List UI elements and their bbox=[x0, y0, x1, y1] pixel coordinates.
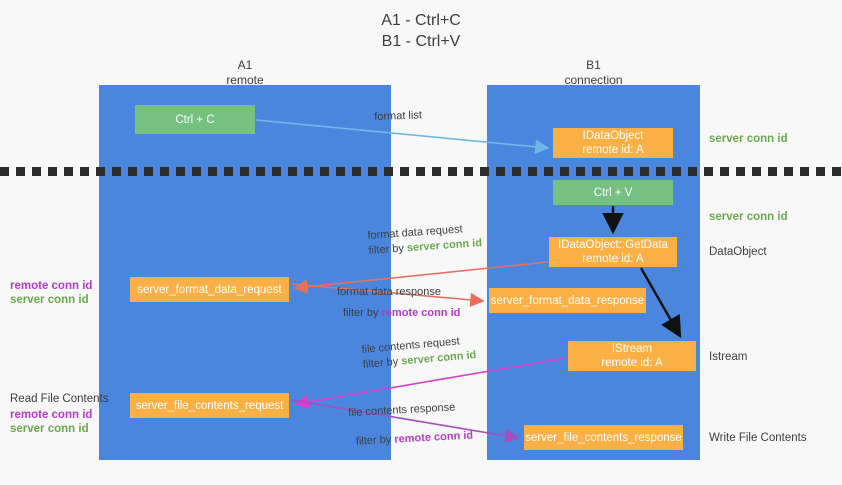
node-getdata-subtitle: remote id: A bbox=[582, 253, 644, 265]
node-ctrl-v[interactable]: Ctrl + V bbox=[553, 180, 673, 205]
lane-header-a1-role: remote bbox=[226, 73, 264, 87]
dashed-divider bbox=[0, 167, 842, 176]
node-istream-subtitle: remote id: A bbox=[601, 357, 663, 369]
node-server-file-contents-request[interactable]: server_file_contents_request bbox=[130, 393, 289, 418]
left-label-read-file-contents: Read File Contents bbox=[10, 393, 109, 405]
page-title: A1 - Ctrl+C B1 - Ctrl+V bbox=[0, 10, 842, 52]
right-label-server-conn-id-second: server conn id bbox=[709, 211, 788, 223]
node-idataobject[interactable]: IDataObject remote id: A bbox=[553, 128, 673, 158]
edge-label-format-data-response-filter: filter by remote conn id bbox=[337, 306, 460, 321]
edge-label-file-contents-response: file contents response filter by remote … bbox=[348, 400, 473, 450]
node-server-file-contents-response-label: server_file_contents_response bbox=[525, 431, 682, 444]
node-server-file-contents-request-label: server_file_contents_request bbox=[135, 399, 284, 412]
edge-label-file-contents-response-filter: filter by remote conn id bbox=[350, 429, 474, 450]
filter-value-4: remote conn id bbox=[394, 429, 474, 446]
node-ctrl-v-label: Ctrl + V bbox=[593, 186, 633, 199]
edge-label-format-data-response-text: format data response bbox=[337, 286, 441, 298]
lane-header-a1-name: A1 bbox=[237, 58, 253, 72]
right-label-dataobject: DataObject bbox=[709, 246, 767, 258]
node-server-file-contents-response[interactable]: server_file_contents_response bbox=[524, 425, 683, 450]
right-label-server-conn-id-top: server conn id bbox=[709, 133, 788, 145]
left-label-remote-conn-id-2: remote conn id bbox=[10, 409, 93, 421]
node-server-format-data-request[interactable]: server_format_data_request bbox=[130, 277, 289, 302]
left-label-server-conn-id-1: server conn id bbox=[10, 294, 89, 306]
node-server-format-data-response[interactable]: server_format_data_response bbox=[489, 288, 646, 313]
node-idataobject-subtitle: remote id: A bbox=[582, 144, 644, 156]
lane-header-b1: B1 connection bbox=[487, 58, 700, 88]
right-label-istream: Istream bbox=[709, 351, 748, 363]
edge-label-format-list: format list bbox=[374, 108, 422, 125]
node-getdata-title: IDataObject::GetData bbox=[558, 239, 668, 251]
edge-label-format-data-response: format data response filter by remote co… bbox=[337, 285, 460, 321]
title-line-1: A1 - Ctrl+C bbox=[381, 12, 461, 29]
title-line-2: B1 - Ctrl+V bbox=[381, 33, 461, 50]
lane-header-b1-name: B1 bbox=[586, 58, 601, 72]
filter-value-1: server conn id bbox=[406, 237, 483, 255]
node-ctrl-c[interactable]: Ctrl + C bbox=[135, 105, 255, 134]
filter-prefix-2: filter by bbox=[343, 307, 382, 319]
node-ctrl-c-label: Ctrl + C bbox=[175, 113, 215, 126]
node-istream[interactable]: IStream remote id: A bbox=[568, 341, 696, 371]
left-label-group-file-contents: Read File Contents remote conn id server… bbox=[10, 392, 108, 436]
filter-value-2: remote conn id bbox=[381, 307, 461, 319]
node-server-format-data-response-label: server_format_data_response bbox=[490, 294, 645, 307]
lane-header-b1-role: connection bbox=[564, 73, 623, 87]
right-label-write-file-contents: Write File Contents bbox=[709, 432, 807, 444]
node-idataobject-title: IDataObject bbox=[582, 130, 644, 142]
filter-prefix-3: filter by bbox=[362, 355, 402, 371]
left-label-remote-conn-id-1: remote conn id bbox=[10, 280, 93, 292]
node-server-format-data-request-label: server_format_data_request bbox=[137, 283, 282, 296]
node-istream-title: IStream bbox=[611, 343, 653, 355]
left-label-server-conn-id-2: server conn id bbox=[10, 423, 89, 435]
filter-prefix-4: filter by bbox=[355, 433, 395, 448]
filter-prefix-1: filter by bbox=[368, 242, 408, 257]
edge-label-format-list-text: format list bbox=[374, 109, 423, 123]
lane-header-a1: A1 remote bbox=[99, 58, 391, 88]
edge-label-format-data-request: format data request filter by server con… bbox=[367, 221, 483, 259]
node-idataobject-getdata[interactable]: IDataObject::GetData remote id: A bbox=[549, 237, 677, 267]
left-label-group-format-data: remote conn id server conn id bbox=[10, 279, 92, 307]
